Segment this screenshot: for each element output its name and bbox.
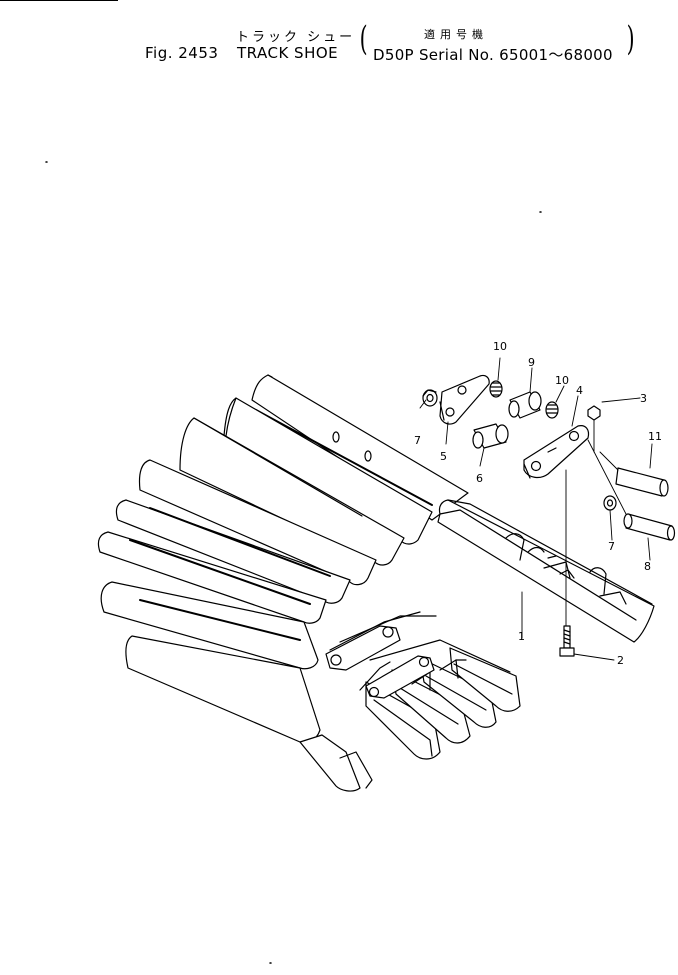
link-chain xyxy=(325,611,437,699)
callout-7-upper: 7 xyxy=(414,434,421,447)
callout-8: 8 xyxy=(644,560,651,573)
serial-range: D50P Serial No. 65001～68000 xyxy=(373,46,613,64)
callout-labels: 1 2 3 4 5 6 7 7 8 9 10 10 11 xyxy=(414,340,662,667)
figure-title: TRACK SHOE xyxy=(237,44,339,62)
callout-1: 1 xyxy=(518,630,525,643)
master-pin-11 xyxy=(615,467,669,497)
shoe-plate-4 xyxy=(138,459,377,586)
track-shoe-plate-1 xyxy=(437,499,655,643)
shoe-bolt-2 xyxy=(559,625,575,657)
shoe-plate-2 xyxy=(223,397,433,545)
shoe-plate-5 xyxy=(115,499,351,604)
callout-2: 2 xyxy=(617,654,624,667)
left-paren: ( xyxy=(359,19,368,59)
applicability-label: 適用号機 xyxy=(424,28,488,41)
shoe-plate-6 xyxy=(97,531,327,624)
right-paren: ) xyxy=(626,19,635,59)
callout-5: 5 xyxy=(440,450,447,463)
shoe-plate-7 xyxy=(100,581,319,670)
nut-7-lower xyxy=(603,495,617,511)
callout-leaders xyxy=(419,357,653,661)
figure-number: Fig. 2453 xyxy=(145,44,219,62)
shoe-plate-9 xyxy=(299,734,373,792)
shoe-plate-3 xyxy=(179,417,405,566)
callout-4: 4 xyxy=(576,384,583,397)
callout-11: 11 xyxy=(648,430,662,443)
spacer-8 xyxy=(623,513,676,541)
nut-7-upper xyxy=(422,389,438,407)
title-japanese: トラック シュー xyxy=(236,30,356,45)
callout-6: 6 xyxy=(476,472,483,485)
seal-10-upper xyxy=(489,380,503,398)
nut-3 xyxy=(587,405,601,421)
callout-7-lower: 7 xyxy=(608,540,615,553)
bushing-6 xyxy=(472,423,509,449)
track-link-5 xyxy=(439,374,490,425)
top-rule xyxy=(0,0,118,1)
seal-10-lower xyxy=(545,401,559,419)
pin-9 xyxy=(508,391,542,419)
callout-3: 3 xyxy=(640,392,647,405)
shoe-plate-back xyxy=(251,374,469,521)
callout-9: 9 xyxy=(528,356,535,369)
callout-10-upper: 10 xyxy=(493,340,507,353)
track-shoe-assembly xyxy=(97,374,676,792)
scan-specks xyxy=(45,161,542,964)
track-link-4 xyxy=(523,425,590,479)
callout-10-lower: 10 xyxy=(555,374,569,387)
alignment-lines xyxy=(565,419,627,627)
front-shoe-row xyxy=(365,639,521,760)
